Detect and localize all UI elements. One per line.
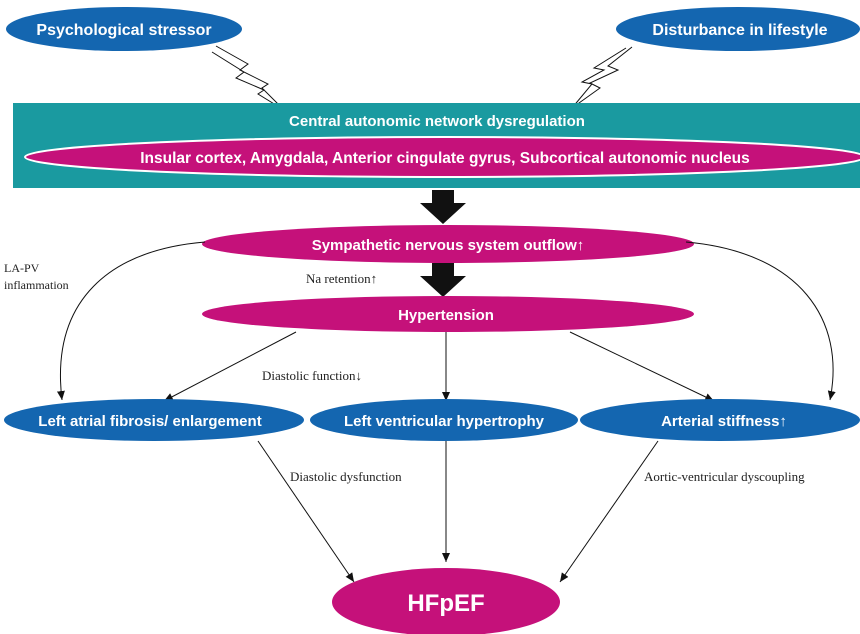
la-pv-inflammation-label-line1: LA-PV xyxy=(4,261,40,275)
arrow-sns-to-arterial xyxy=(685,241,836,401)
lightning-bolt-icon-right xyxy=(571,46,633,109)
la-pv-inflammation-label-line2: inflammation xyxy=(4,278,69,292)
lightning-bolt-icon-left xyxy=(211,45,285,111)
left-ventricular-label: Left ventricular hypertrophy xyxy=(344,413,545,430)
left-atrial-label: Left atrial fibrosis/ enlargement xyxy=(38,413,261,430)
hypertension-node xyxy=(202,296,694,332)
big-arrow-central-to-sns xyxy=(420,190,466,224)
sns-outflow-label: Sympathetic nervous system outflow↑ xyxy=(312,237,585,254)
arterial-stiffness-label: Arterial stiffness↑ xyxy=(661,413,787,430)
brain-regions-label: Insular cortex, Amygdala, Anterior cingu… xyxy=(140,150,750,167)
arrow-sns-to-left-atrial xyxy=(56,241,206,401)
arrow-hypertension-to-left-atrial xyxy=(163,331,297,402)
disturbance-lifestyle-label: Disturbance in lifestyle xyxy=(652,22,827,39)
hypertension-label: Hypertension xyxy=(398,307,494,324)
psychological-stressor-node xyxy=(6,7,242,51)
diastolic-function-label: Diastolic function↓ xyxy=(262,368,362,383)
psychological-stressor-label: Psychological stressor xyxy=(36,22,211,39)
arterial-stiffness-node xyxy=(580,399,860,441)
sns-outflow-node xyxy=(202,225,694,263)
aortic-ventricular-label: Aortic-ventricular dyscoupling xyxy=(644,469,805,484)
na-retention-label: Na retention↑ xyxy=(306,271,377,286)
hfpef-label: HFpEF xyxy=(407,590,484,617)
big-arrow-sns-to-hypertension xyxy=(420,263,466,297)
arrow-hypertension-to-arterial xyxy=(569,331,715,402)
arrow-left-atrial-to-hfpef xyxy=(257,440,355,583)
arrow-arterial-to-hfpef xyxy=(559,440,659,583)
brain-regions-node xyxy=(24,136,860,178)
disturbance-lifestyle-node xyxy=(616,7,860,51)
left-ventricular-node xyxy=(310,399,578,441)
left-atrial-node xyxy=(4,399,304,441)
diastolic-dysfunction-label: Diastolic dysfunction xyxy=(290,469,402,484)
hfpef-node xyxy=(332,568,560,634)
central-network-label: Central autonomic network dysregulation xyxy=(289,113,585,130)
